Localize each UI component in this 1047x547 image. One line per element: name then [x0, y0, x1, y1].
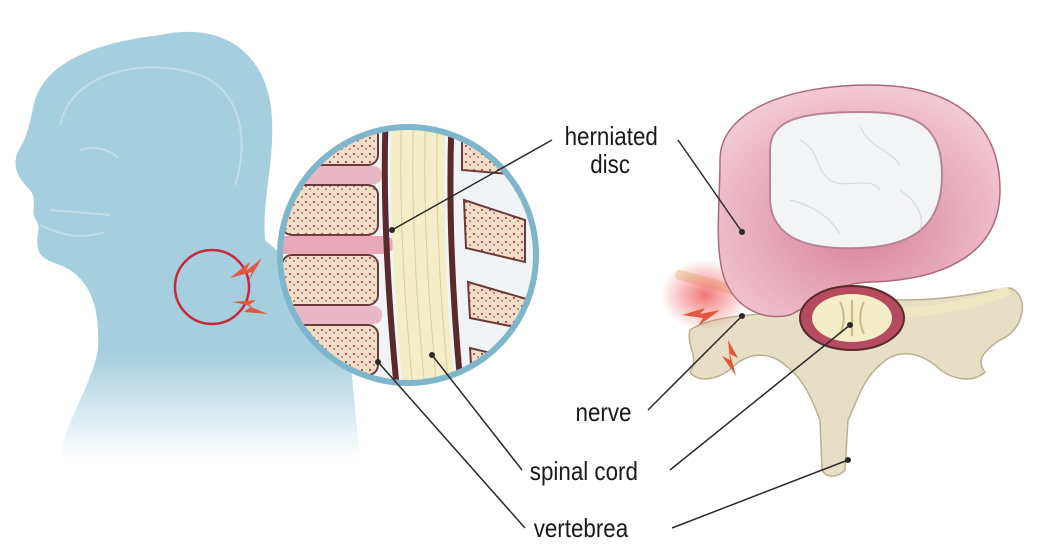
disc-nucleus	[770, 112, 942, 248]
label-herniated-disc-line1: herniated	[565, 122, 658, 150]
label-herniated-disc-line2: disc	[590, 150, 630, 178]
label-nerve: nerve	[576, 398, 632, 426]
label-spinal-cord: spinal cord	[530, 457, 638, 485]
axial-vertebra	[660, 85, 1022, 476]
label-vertebrae: vertebrea	[534, 514, 628, 542]
